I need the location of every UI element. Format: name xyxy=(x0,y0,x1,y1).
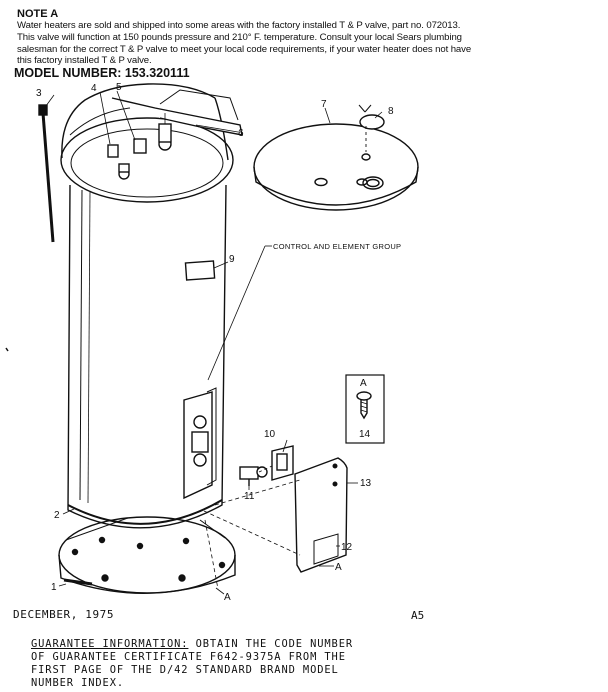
guarantee-line-4: NUMBER INDEX. xyxy=(31,677,125,689)
callout-13: 13 xyxy=(360,478,372,489)
callout-labels: 3 4 5 6 7 8 9 CONTROL AND ELEMENT GROUP … xyxy=(36,82,401,603)
callout-3: 3 xyxy=(36,88,42,99)
guarantee-line-2: OF GUARANTEE CERTIFICATE F642-9375A FROM… xyxy=(31,651,346,663)
heating-element-part-11 xyxy=(239,466,268,486)
callout-a-cover: A xyxy=(335,562,342,573)
callout-12: 12 xyxy=(341,542,353,553)
callout-4: 4 xyxy=(91,83,97,94)
callout-11: 11 xyxy=(244,491,255,502)
callout-a-screw: A xyxy=(360,378,367,389)
note-title: NOTE A xyxy=(17,8,59,20)
model-number: MODEL NUMBER: 153.320111 xyxy=(14,66,190,80)
callout-1: 1 xyxy=(51,582,57,593)
callout-2: 2 xyxy=(54,510,60,521)
revision-date: DECEMBER, 1975 xyxy=(13,608,115,621)
note-line-4: this factory installed T & P valve. xyxy=(17,55,152,66)
leader-lines xyxy=(42,90,383,595)
stray-mark xyxy=(5,347,9,352)
callout-14: 14 xyxy=(359,429,371,440)
access-cover-part-13 xyxy=(294,457,348,573)
control-element-group-label: CONTROL AND ELEMENT GROUP xyxy=(273,242,401,251)
dip-tube-part-3 xyxy=(38,104,55,243)
guarantee-line-3: FIRST PAGE OF THE D/42 STANDARD BRAND MO… xyxy=(31,664,339,676)
note-line-3: salesman for the correct T & P valve to … xyxy=(17,44,472,55)
page-code: A5 xyxy=(411,609,425,622)
guarantee-line-1: GUARANTEE INFORMATION: OBTAIN THE CODE N… xyxy=(31,638,354,650)
guarantee-heading: GUARANTEE INFORMATION: xyxy=(31,638,189,650)
water-heater-tank xyxy=(60,83,243,529)
note-line-1: Water heaters are sold and shipped into … xyxy=(17,20,461,31)
callout-5: 5 xyxy=(116,82,122,93)
thermostat-part-10 xyxy=(271,445,294,481)
top-fittings xyxy=(107,123,172,180)
base-pan xyxy=(58,516,236,594)
callout-6: 6 xyxy=(238,128,244,139)
callout-9: 9 xyxy=(229,254,235,265)
screw-part-14 xyxy=(345,374,385,444)
top-cover-part-7 xyxy=(253,104,419,211)
callout-a-base: A xyxy=(224,592,231,603)
callout-8: 8 xyxy=(388,106,394,117)
note-line-2: This valve will function at 150 pounds p… xyxy=(17,32,462,43)
callout-10: 10 xyxy=(264,429,276,440)
callout-7: 7 xyxy=(321,99,327,110)
